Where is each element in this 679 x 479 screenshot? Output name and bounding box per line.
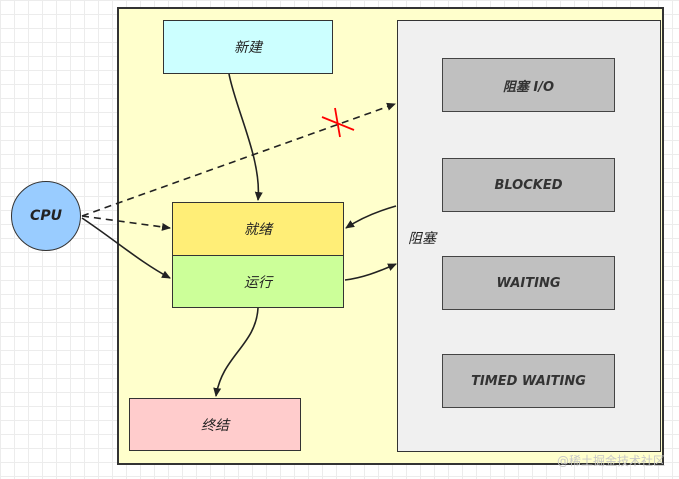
arrow-cpu-to-running bbox=[81, 217, 171, 279]
state-ready-label: 就绪 bbox=[244, 222, 272, 238]
state-running-label: 运行 bbox=[244, 274, 272, 291]
blocked-state: BLOCKED bbox=[442, 158, 615, 212]
state-new-label: 新建 bbox=[234, 40, 262, 56]
arrow-cpu-to-blocked-forbidden bbox=[81, 102, 396, 217]
state-new: 新建 bbox=[163, 20, 333, 74]
waiting-state: WAITING bbox=[442, 256, 615, 310]
state-ready: 就绪 bbox=[172, 202, 344, 256]
timed-waiting-label: TIMED WAITING bbox=[471, 373, 586, 389]
arrow-cpu-to-ready bbox=[81, 215, 171, 231]
cpu-label: CPU bbox=[30, 208, 62, 224]
arrow-running-to-blocked bbox=[344, 263, 397, 281]
arrow-running-to-terminated bbox=[213, 307, 259, 397]
forbidden-cross-mark bbox=[321, 107, 355, 138]
watermark: @稀土掘金技术社区 bbox=[556, 454, 665, 468]
cpu-node: CPU bbox=[11, 181, 81, 251]
blocked-group-label: 阻塞 bbox=[408, 231, 436, 247]
blocked-label: BLOCKED bbox=[494, 177, 563, 193]
timed-waiting-state: TIMED WAITING bbox=[442, 354, 615, 408]
state-running: 运行 bbox=[172, 255, 344, 308]
waiting-label: WAITING bbox=[496, 275, 561, 291]
blocked-io-label: 阻塞 I/O bbox=[502, 79, 555, 95]
blocked-io-state: 阻塞 I/O bbox=[442, 58, 615, 112]
state-terminated-label: 终结 bbox=[201, 417, 229, 434]
arrow-blocked-to-ready bbox=[345, 205, 397, 229]
arrow-new-to-ready bbox=[228, 73, 263, 201]
state-terminated: 终结 bbox=[129, 398, 301, 451]
